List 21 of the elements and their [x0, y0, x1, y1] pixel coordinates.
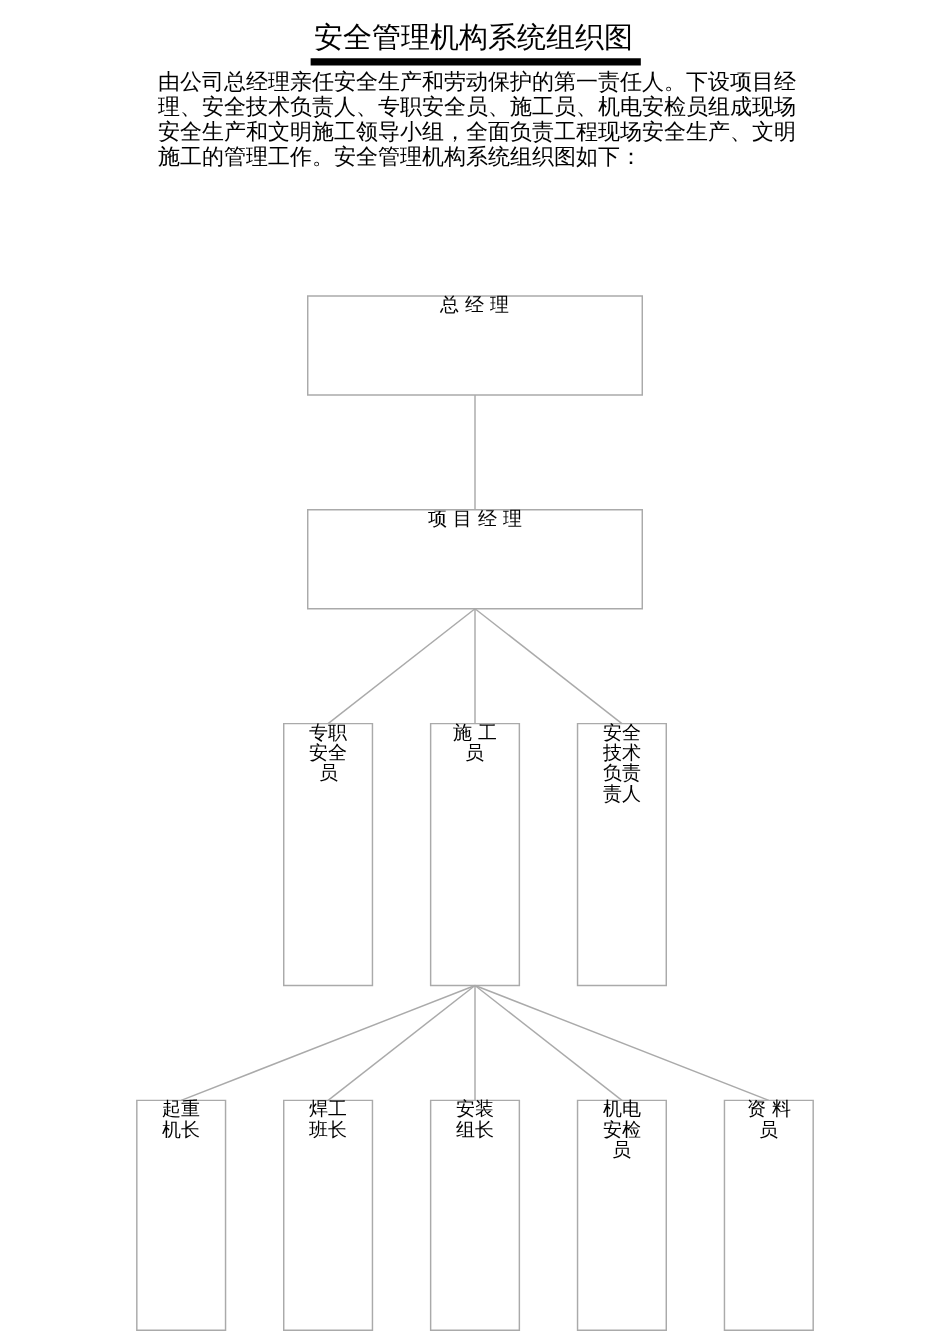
node-box: 项 目 经 理: [307, 509, 643, 610]
node-box: 焊工班长: [283, 1099, 374, 1331]
node-box: 机电安检员: [576, 1099, 667, 1331]
node-box: 施 工员: [429, 722, 521, 987]
connector: [474, 984, 623, 1102]
connector: [474, 984, 476, 1102]
node-box: 安全技术负责责人: [576, 722, 667, 987]
node-box: 安装组长: [429, 1099, 521, 1331]
connector: [474, 608, 476, 725]
diagram-title: 安全管理机构系统组织图: [313, 19, 633, 54]
node-box: 总 经 理: [307, 295, 643, 396]
connector: [327, 984, 476, 1102]
connector: [327, 608, 476, 725]
connector: [474, 608, 623, 725]
label: 由公司总经理亲任安全生产和劳动保护的第一责任人。下设项目经理、安全技术负责人、专职安全员、施工员、机电安检员组成现场安全生产和文明施工领导小组，全面负责工程现场安全生产、文明施工的管理工作。安全管理机构系统组织图如下：: [157, 69, 796, 169]
node-box: 专职安全员: [283, 722, 374, 987]
connector: [474, 984, 770, 1102]
connector: [474, 394, 476, 511]
connector: [180, 984, 476, 1102]
node-box: 资 料员: [723, 1099, 814, 1331]
node-box: 起重机长: [136, 1099, 227, 1331]
